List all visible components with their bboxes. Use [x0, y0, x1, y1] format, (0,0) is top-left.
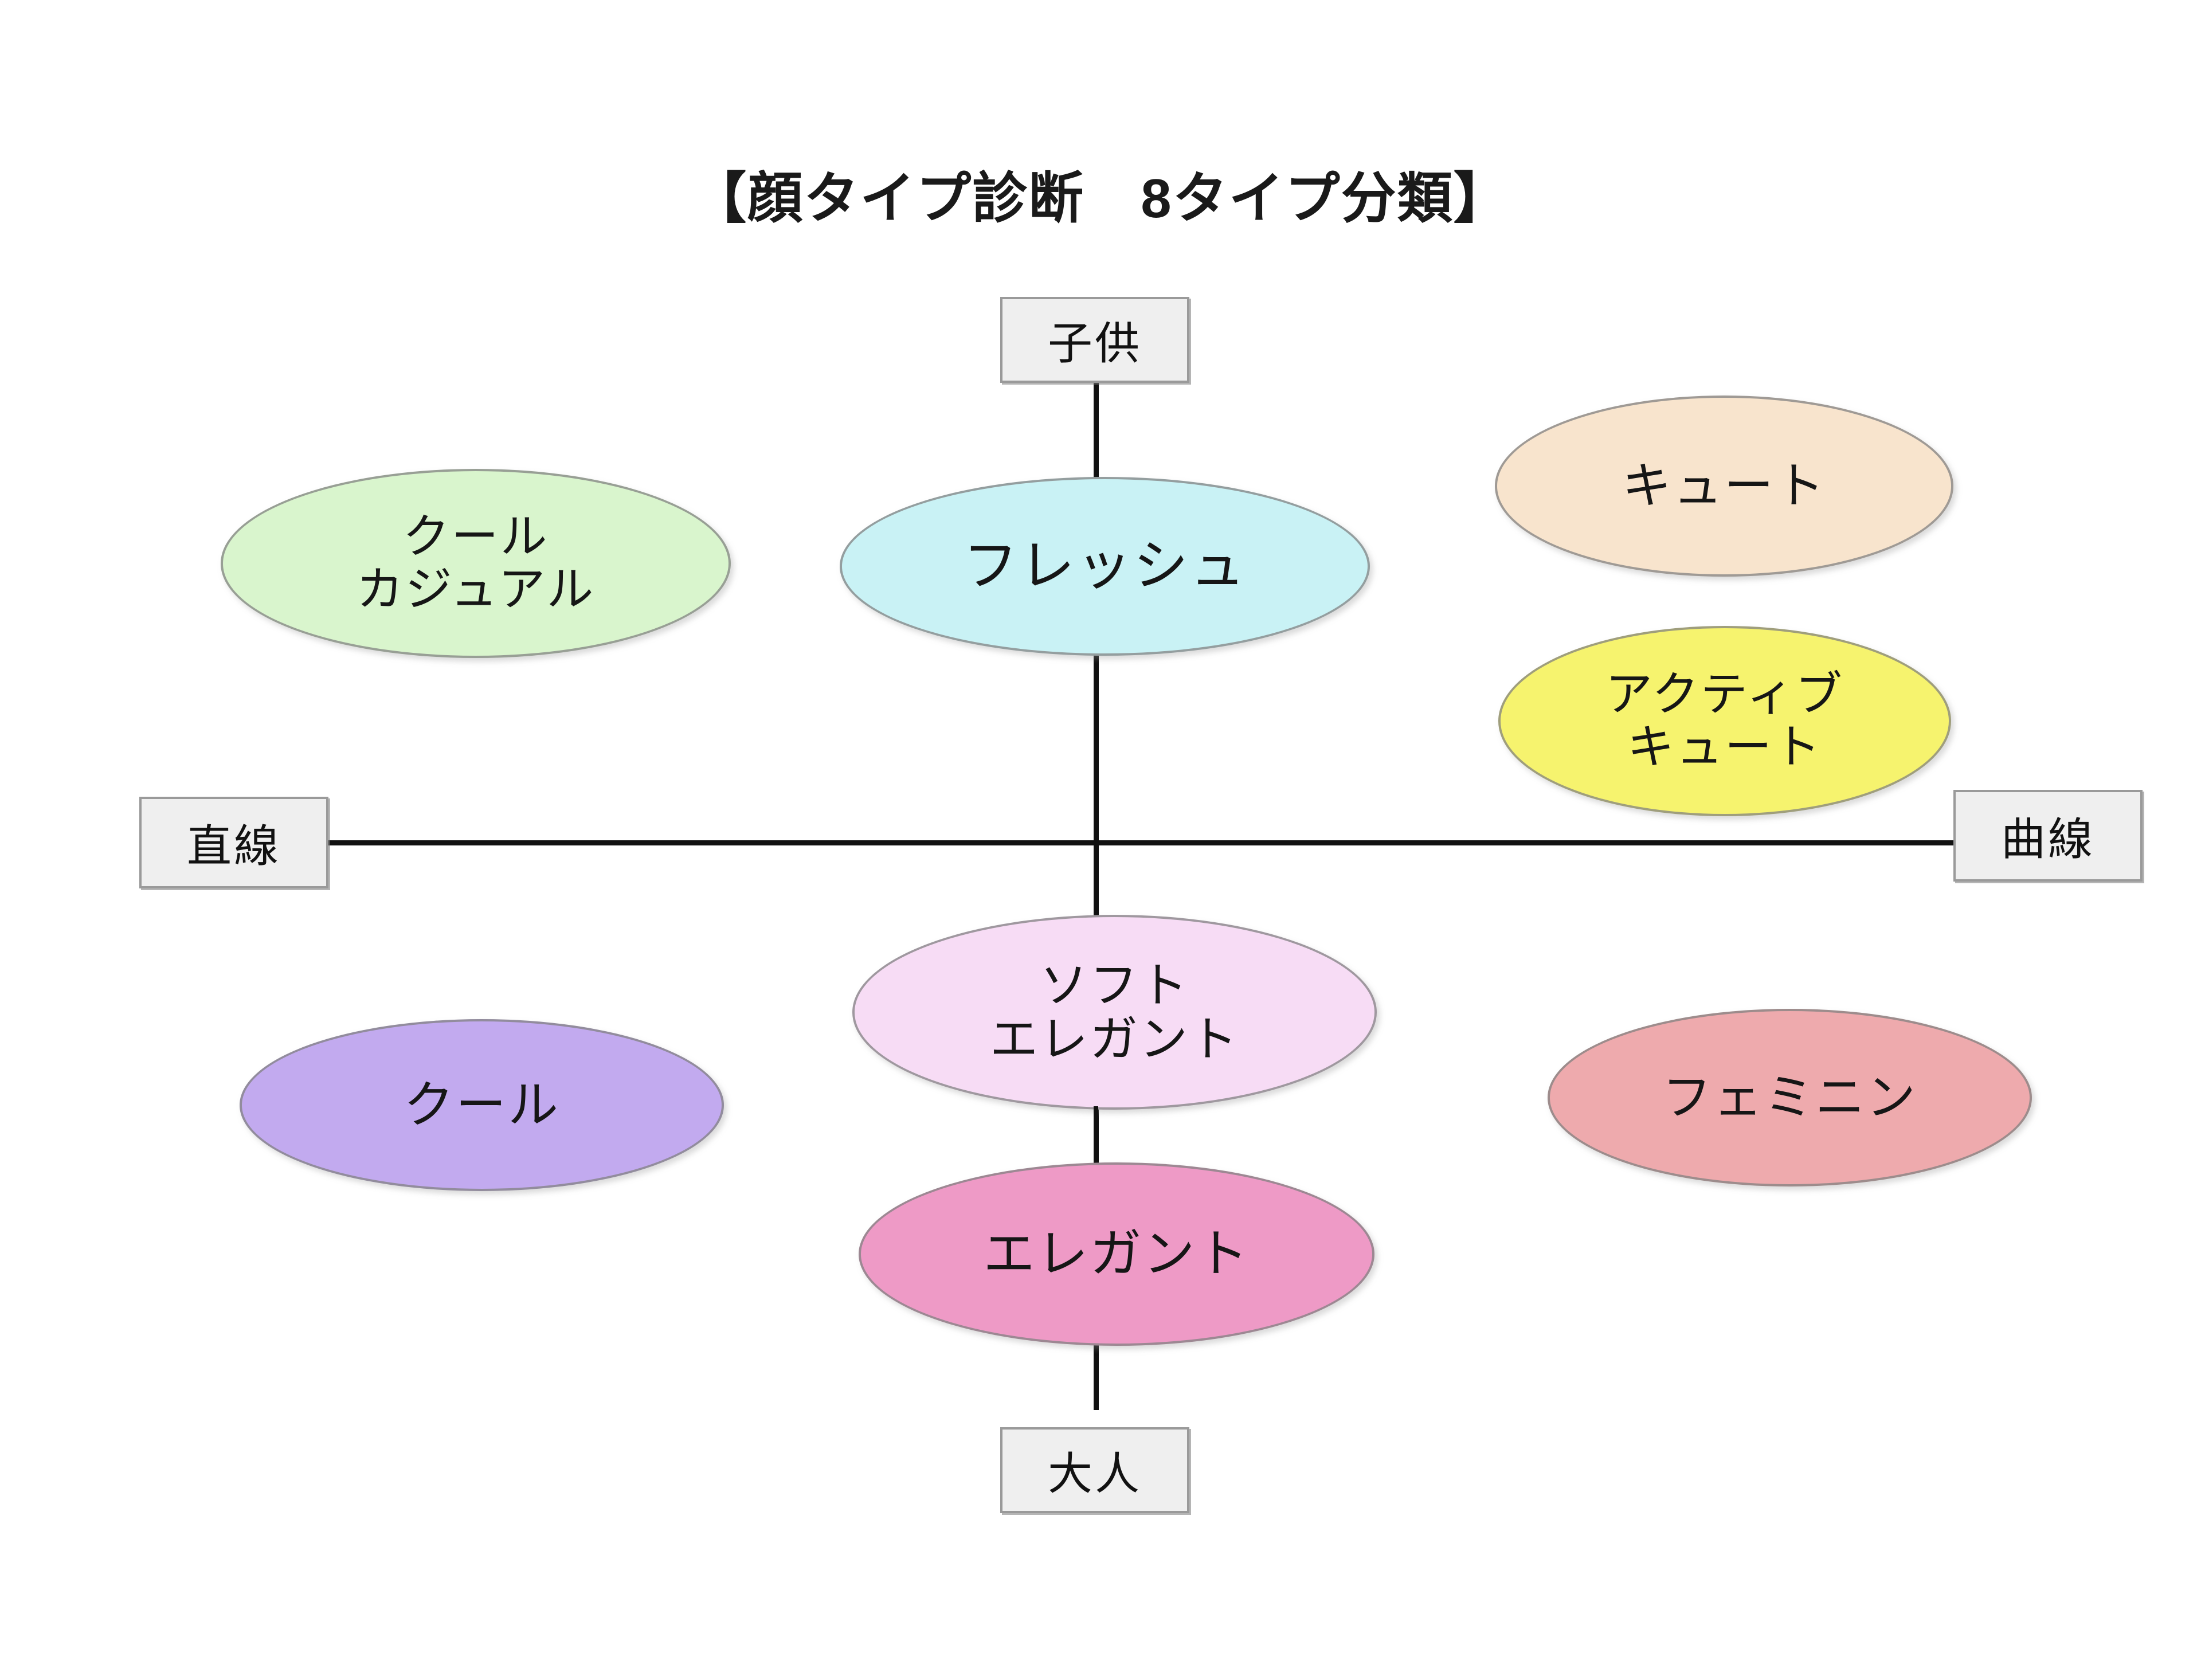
type-label-line2: エレガント — [989, 1012, 1239, 1066]
axis-label-straight: 直線 — [139, 797, 328, 888]
type-label-line1: クール — [402, 511, 549, 563]
type-node-fresh[interactable]: フレッシュ — [840, 477, 1370, 656]
type-label-line1: フェミニン — [1662, 1070, 1917, 1125]
axis-label-adult: 大人 — [1000, 1427, 1189, 1513]
axis-label-curved: 曲線 — [1953, 790, 2143, 882]
type-label-line2: キュート — [1627, 721, 1822, 773]
type-label-line1: キュート — [1622, 458, 1826, 514]
type-node-cool-casual[interactable]: クール カジュアル — [221, 469, 731, 658]
horizontal-axis-line — [321, 840, 1959, 845]
type-label-line1: エレガント — [983, 1225, 1250, 1283]
type-label-line1: クール — [403, 1076, 560, 1133]
type-label-line1: フレッシュ — [963, 535, 1247, 597]
type-label-line1: ソフト — [1039, 958, 1189, 1012]
type-node-active-cute[interactable]: アクティブ キュート — [1498, 626, 1951, 816]
type-node-soft-elegant[interactable]: ソフト エレガント — [852, 915, 1377, 1110]
type-node-cute[interactable]: キュート — [1495, 395, 1953, 577]
vertical-axis-line — [1094, 378, 1099, 1410]
axis-label-child: 子供 — [1000, 297, 1189, 383]
type-node-cool[interactable]: クール — [240, 1019, 724, 1191]
type-node-feminine[interactable]: フェミニン — [1548, 1009, 2032, 1186]
connector-line — [1094, 1106, 1098, 1166]
type-node-elegant[interactable]: エレガント — [859, 1162, 1374, 1346]
type-label-line1: アクティブ — [1605, 668, 1844, 721]
page-title: 【顔タイプ診断 8タイプ分類】 — [691, 168, 1510, 229]
type-label-line2: カジュアル — [356, 563, 596, 616]
